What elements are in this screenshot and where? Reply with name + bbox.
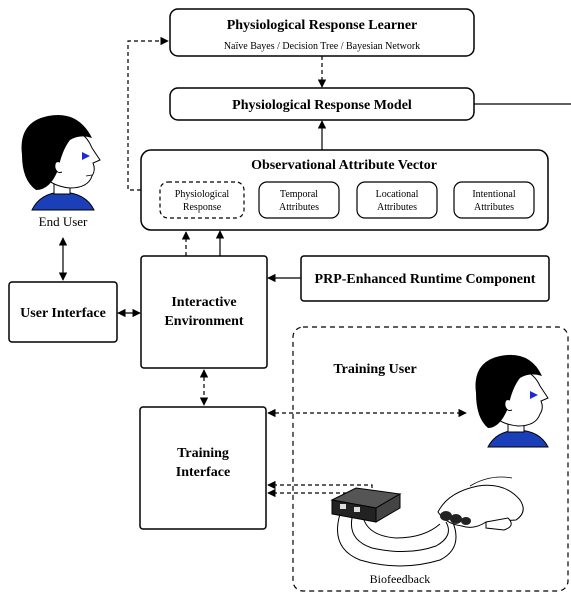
training-interface-label: Interface bbox=[176, 465, 230, 480]
interactive-environment-label: Interactive bbox=[171, 295, 236, 310]
interactive-environment-label: Environment bbox=[164, 314, 243, 329]
attr-label: Physiological bbox=[175, 189, 230, 200]
learner-title: Physiological Response Learner bbox=[227, 18, 418, 33]
attr-label: Attributes bbox=[279, 202, 319, 213]
attr-physiological-response bbox=[159, 181, 245, 219]
biofeedback-label: Biofeedback bbox=[370, 572, 431, 586]
attr-label: Response bbox=[183, 202, 222, 213]
training-user-figure bbox=[475, 354, 549, 448]
vector-title: Observational Attribute Vector bbox=[251, 158, 437, 173]
training-user-label: Training User bbox=[333, 362, 416, 377]
attr-label: Temporal bbox=[280, 189, 318, 200]
attr-intentional bbox=[453, 181, 535, 219]
training-interface-label: Training bbox=[177, 446, 229, 461]
biofeedback-device bbox=[330, 476, 524, 567]
user-interface-label: User Interface bbox=[20, 306, 106, 321]
training-region bbox=[292, 326, 569, 592]
attr-label: Attributes bbox=[474, 202, 514, 213]
attr-label: Attributes bbox=[377, 202, 417, 213]
learner-subtitle: Naïve Bayes / Decision Tree / Bayesian N… bbox=[224, 41, 420, 52]
attr-locational bbox=[356, 181, 438, 219]
end-user-figure bbox=[21, 114, 101, 211]
runtime-label: PRP-Enhanced Runtime Component bbox=[315, 272, 536, 287]
arrow-vector-to-learner bbox=[127, 36, 169, 191]
attr-label: Intentional bbox=[472, 189, 516, 200]
interactive-environment-box bbox=[140, 255, 268, 369]
attr-temporal bbox=[258, 181, 340, 219]
user-interface-box bbox=[8, 281, 118, 343]
end-user-label: End User bbox=[39, 214, 88, 229]
attr-label: Locational bbox=[376, 189, 419, 200]
training-interface-box bbox=[139, 406, 267, 530]
model-title: Physiological Response Model bbox=[232, 98, 412, 113]
